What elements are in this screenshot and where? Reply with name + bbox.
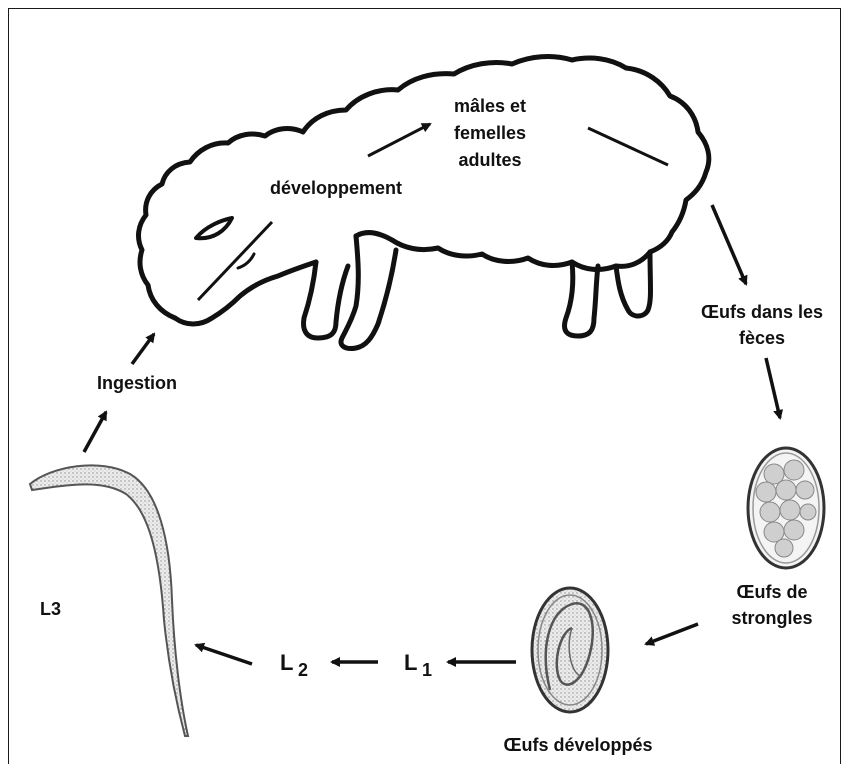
label-l1-letter: L — [404, 650, 417, 675]
label-adults-2: femelles — [454, 123, 526, 143]
sheep-illustration — [139, 57, 709, 349]
label-l3: L3 — [40, 599, 61, 619]
leader-line-development — [198, 222, 272, 300]
leader-line-adults — [588, 128, 668, 165]
arrow-ingestion-to-sheep — [132, 334, 154, 364]
label-strongyle-2: strongles — [731, 608, 812, 628]
developed-egg-illustration — [532, 588, 608, 712]
sheep-belly — [356, 233, 392, 240]
arrow-egg-to-developed — [646, 624, 698, 644]
label-adults-3: adultes — [458, 150, 521, 170]
sheep-eye — [196, 218, 232, 238]
arrow-l3-to-ingestion — [84, 412, 106, 452]
label-l2-subscript: 2 — [298, 660, 308, 680]
label-l2-letter: L — [280, 650, 293, 675]
arrow-feces-to-egg — [766, 358, 780, 418]
cycle-arrows — [84, 205, 780, 664]
arrow-sheep-to-feces — [712, 205, 746, 284]
arrow-l2-to-l3 — [196, 645, 252, 664]
label-ingestion: Ingestion — [97, 373, 177, 393]
label-feces-1: Œufs dans les — [701, 302, 823, 322]
sheep-hind-leg-1 — [565, 262, 599, 336]
sheep-back-leg — [304, 262, 348, 338]
sheep-head-lower — [175, 262, 316, 324]
sheep-body-outline — [139, 57, 709, 318]
sheep-foreleg — [341, 236, 396, 349]
label-l1-subscript: 1 — [422, 660, 432, 680]
label-developed-eggs: Œufs développés — [503, 735, 652, 755]
label-feces-2: fèces — [739, 328, 785, 348]
sheep-hind-leg-2 — [616, 252, 651, 316]
label-development: développement — [270, 178, 402, 198]
label-strongyle-1: Œufs de — [736, 582, 807, 602]
egg-illustration — [748, 448, 824, 568]
label-adults-1: mâles et — [454, 96, 526, 116]
text-labels: mâles et femelles adultes développement … — [40, 96, 823, 755]
arrow-to-adults — [368, 124, 430, 156]
